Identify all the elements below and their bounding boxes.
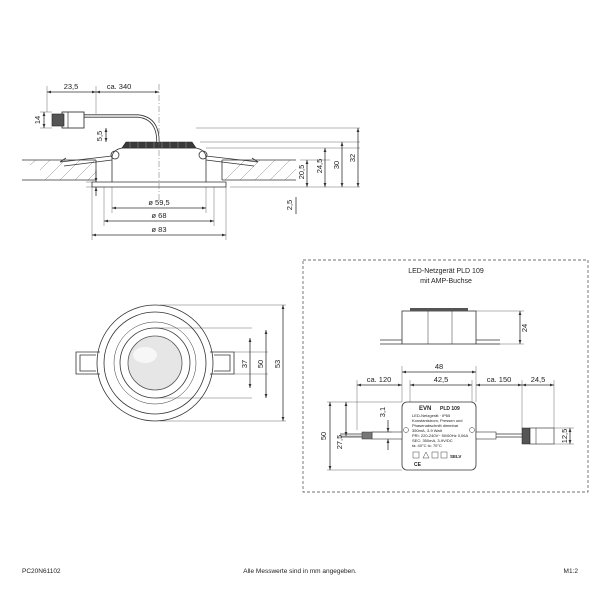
- dim-diam-b: ø 68: [151, 211, 166, 220]
- psu-cert-symbols: [412, 451, 448, 459]
- dim-flange: 2,5: [285, 200, 294, 210]
- footer-note: Alle Messwerte sind in mm angegeben.: [243, 568, 357, 575]
- dim-depth-c: 30: [332, 161, 341, 169]
- psu-label-line6: SEC: 350mA, 3-9V/DC: [412, 438, 453, 443]
- dim-psu-cable-in: ca. 120: [367, 375, 392, 384]
- psu-input-cable: [340, 431, 403, 440]
- psu-label-line3: Phasenabschnitt dimmbar: [412, 423, 459, 428]
- front-view: 37 50 53: [75, 304, 286, 422]
- psu-panel: LED-Netzgerät PLD 109 mit AMP-Buchse 24 …: [302, 259, 589, 493]
- svg-text:CE: CE: [414, 462, 422, 468]
- dim-cable-length: ca. 340: [107, 82, 132, 91]
- dim-connector-height: 14: [33, 116, 42, 124]
- bezel: [103, 311, 207, 415]
- ceiling-right: [221, 159, 297, 181]
- dim-psu-cable-out: ca. 150: [487, 375, 512, 384]
- psu-label-line4: 350mA, 3-9 Watt: [412, 428, 443, 433]
- psu-top-view: EVN PLD 109 LED-Netzgerät · IP65 Konstan…: [401, 401, 477, 471]
- dim-depth-a: 20,5: [297, 165, 306, 180]
- dim-psu-width-total: 48: [435, 362, 443, 371]
- psu-selv-mark: SELV: [450, 454, 461, 459]
- dim-cable-gap: 5,5: [95, 131, 104, 141]
- dim-diam-c: ø 83: [151, 225, 166, 234]
- dim-psu-top-offset: 3,1: [378, 407, 387, 417]
- clip-left: [75, 351, 100, 375]
- footer-code: PC20N61102: [22, 568, 61, 575]
- dim-diam-a: ø 59,5: [148, 198, 169, 207]
- dim-cable-left: 23,5: [64, 82, 79, 91]
- dim-front-53: 53: [273, 360, 282, 368]
- psu-title-line2: mit AMP-Buchse: [420, 278, 472, 285]
- psu-label-line2: Konstantstrom, Pressen und: [412, 418, 462, 423]
- psu-side-view: 24: [380, 308, 529, 345]
- dim-psu-inner-height: 27,5: [335, 435, 344, 450]
- dim-depth-b: 24,5: [315, 159, 324, 174]
- psu-frame: [302, 259, 589, 493]
- side-view: 23,5 ca. 340 14 5,5 20,5 24,5 30 32 2,5: [22, 82, 360, 240]
- dim-psu-plug: 24,5: [531, 375, 546, 384]
- dim-front-37: 37: [240, 360, 249, 368]
- footer: PC20N61102 Alle Messwerte sind in mm ang…: [22, 568, 578, 575]
- psu-brand: EVN: [419, 406, 431, 412]
- spring-clip-right: [205, 155, 259, 167]
- psu-label-line1: LED-Netzgerät · IP65: [412, 413, 451, 418]
- dim-front-50: 50: [256, 360, 265, 368]
- dim-psu-body-height: 50: [319, 432, 328, 440]
- psu-label-line7: ta: 40°C tc: 70°C: [412, 443, 442, 448]
- clip-right: [210, 351, 235, 375]
- dim-depth-d: 32: [348, 154, 357, 162]
- lens: [127, 335, 183, 391]
- cable: [82, 114, 160, 143]
- ceiling-left: [22, 159, 97, 181]
- footer-scale: M1:2: [564, 568, 579, 575]
- outer-ring: [96, 304, 214, 422]
- dim-psu-side-height: 24: [520, 324, 529, 332]
- connector: [61, 111, 85, 129]
- dim-psu-plug-height: 12,5: [560, 429, 569, 444]
- spring-clip-left: [59, 155, 113, 167]
- psu-output-cable: [475, 427, 555, 445]
- psu-side-body: [401, 310, 477, 345]
- psu-model: PLD 109: [440, 406, 460, 412]
- psu-title-line1: LED-Netzgerät PLD 109: [408, 268, 484, 275]
- psu-label-line5: PRI: 220-240V~ 50/60Hz 0,06A: [412, 433, 468, 438]
- dim-psu-width-body: 42,5: [434, 375, 449, 384]
